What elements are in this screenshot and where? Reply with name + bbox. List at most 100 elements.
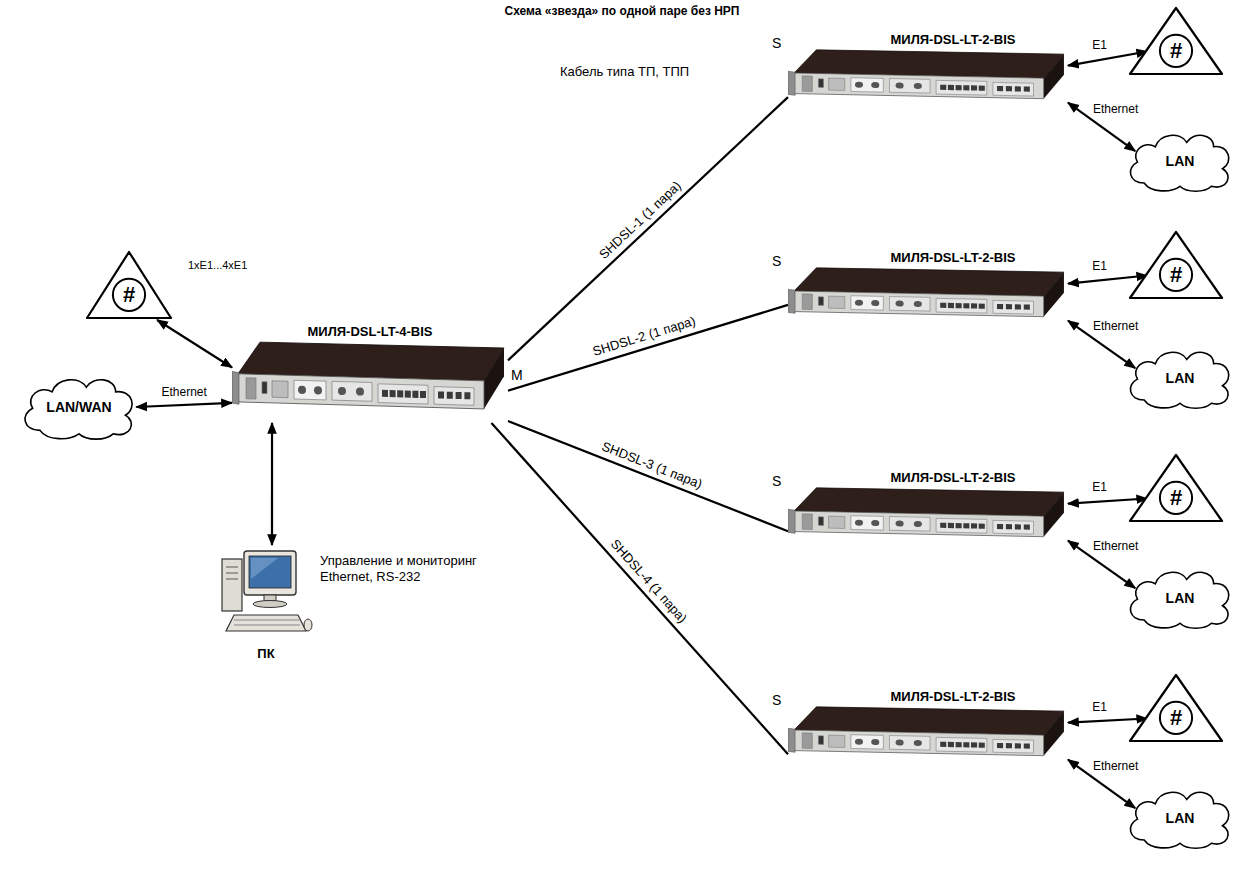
- panel-module: [332, 381, 372, 401]
- edge-label-holder: Ethernet: [1091, 539, 1140, 554]
- serial-connector: [356, 387, 364, 395]
- panel-module: [936, 80, 987, 95]
- edge-label-holder: SHDSL-1 (1 пара): [594, 177, 685, 264]
- exchange-triangle: #: [1128, 453, 1224, 523]
- serial-connector: [338, 387, 346, 395]
- network-port: [979, 524, 985, 529]
- serial-connector: [896, 83, 904, 89]
- modem-device: МИЛЯ-DSL-LT-4-BIS: [232, 322, 508, 423]
- device-panel: [802, 733, 1033, 753]
- network-port: [1024, 524, 1030, 529]
- panel-module: [434, 387, 474, 406]
- network-port: [1006, 86, 1012, 91]
- network-port: [956, 523, 962, 528]
- device-picture: [232, 341, 508, 423]
- slave-marker: S: [772, 34, 781, 52]
- connector-line: [136, 403, 232, 407]
- device-panel: [802, 514, 1033, 534]
- panel-module: [993, 739, 1034, 753]
- device-picture: [788, 706, 1068, 766]
- exchange-circle: [1160, 259, 1192, 291]
- keyboard: [226, 615, 306, 631]
- cloud-border: [1130, 572, 1228, 628]
- cloud-border: [25, 380, 132, 439]
- network-port: [979, 86, 985, 91]
- panel-module: [936, 737, 987, 752]
- connection-label: E1: [1090, 258, 1109, 273]
- panel-module: [889, 736, 930, 751]
- network-port: [948, 523, 954, 528]
- panel-module: [818, 736, 823, 745]
- serial-connector: [914, 83, 922, 89]
- device-name: МИЛЯ-DSL-LT-2-BIS: [890, 249, 1015, 267]
- network-port: [1015, 524, 1021, 529]
- serial-connector: [871, 300, 879, 306]
- network-port: [956, 742, 962, 747]
- edge-label-holder: E1: [1090, 699, 1109, 714]
- network-port: [420, 391, 426, 398]
- serial-connector: [855, 300, 863, 306]
- drive-slot: [226, 579, 238, 580]
- monitor-base: [253, 601, 287, 608]
- triangle-border: [1130, 232, 1222, 298]
- serial-connector: [871, 520, 879, 526]
- network-name: LAN: [1166, 589, 1195, 607]
- exchange-symbol: #: [123, 282, 135, 308]
- connector-line: [1068, 499, 1147, 504]
- exchange-triangle: #: [1128, 6, 1224, 76]
- serial-connector: [871, 82, 879, 88]
- panel-module: [829, 296, 845, 308]
- exchange-symbol: #: [1170, 38, 1182, 64]
- serial-connector: [314, 386, 322, 394]
- network-port: [940, 303, 946, 308]
- device-picture-holder: [788, 487, 1068, 547]
- serial-connector: [914, 740, 922, 746]
- connector-line: [491, 423, 788, 754]
- panel-module: [851, 78, 883, 92]
- network-port: [997, 743, 1003, 748]
- label-holder: M: [511, 366, 523, 384]
- network-port: [438, 391, 444, 398]
- panel-module: [993, 82, 1034, 96]
- panel-module: [889, 297, 930, 312]
- edge-label-holder: E1: [1090, 258, 1109, 273]
- connection-label: E1: [1090, 480, 1109, 495]
- drive-slot: [226, 573, 238, 574]
- device-picture: [788, 267, 1068, 327]
- network-port: [1006, 743, 1012, 748]
- exchange-circle: [113, 279, 145, 311]
- network-port: [940, 742, 946, 747]
- mouse: [304, 619, 312, 631]
- network-port: [1024, 743, 1030, 748]
- network-cloud: LAN: [1124, 128, 1236, 194]
- serial-connector: [855, 520, 863, 526]
- edge-label-holder: SHDSL-3 (1 пара): [598, 438, 707, 493]
- serial-connector: [914, 521, 922, 527]
- computer-name: ПК: [257, 645, 274, 663]
- computer-picture: [218, 545, 314, 641]
- connector-line: [1068, 52, 1147, 66]
- connection-label: SHDSL-1 (1 пара): [594, 177, 685, 264]
- network-port: [963, 85, 969, 90]
- network-port: [997, 304, 1003, 309]
- exchange-triangle: #: [1128, 673, 1224, 743]
- panel-module: [802, 294, 812, 310]
- device-side: [1044, 54, 1064, 99]
- network-port: [997, 86, 1003, 91]
- panel-module: [818, 297, 823, 306]
- panel-module: [936, 518, 987, 533]
- triangle-border: [87, 252, 171, 318]
- triangle-border: [1130, 675, 1222, 741]
- edge-label-holder: Ethernet: [1091, 101, 1140, 116]
- label-holder: Управление и мониторинг Ethernet, RS-232: [320, 553, 510, 585]
- device-picture: [788, 487, 1068, 547]
- label-holder: 1xE1...4xE1: [188, 258, 247, 272]
- network-port: [963, 523, 969, 528]
- exchange-symbol: #: [1170, 262, 1182, 288]
- network-name: LAN: [1166, 152, 1195, 170]
- device-side: [484, 348, 504, 409]
- network-port: [963, 303, 969, 308]
- exchange-triangle: #: [1128, 230, 1224, 300]
- triangle-border: [1130, 455, 1222, 521]
